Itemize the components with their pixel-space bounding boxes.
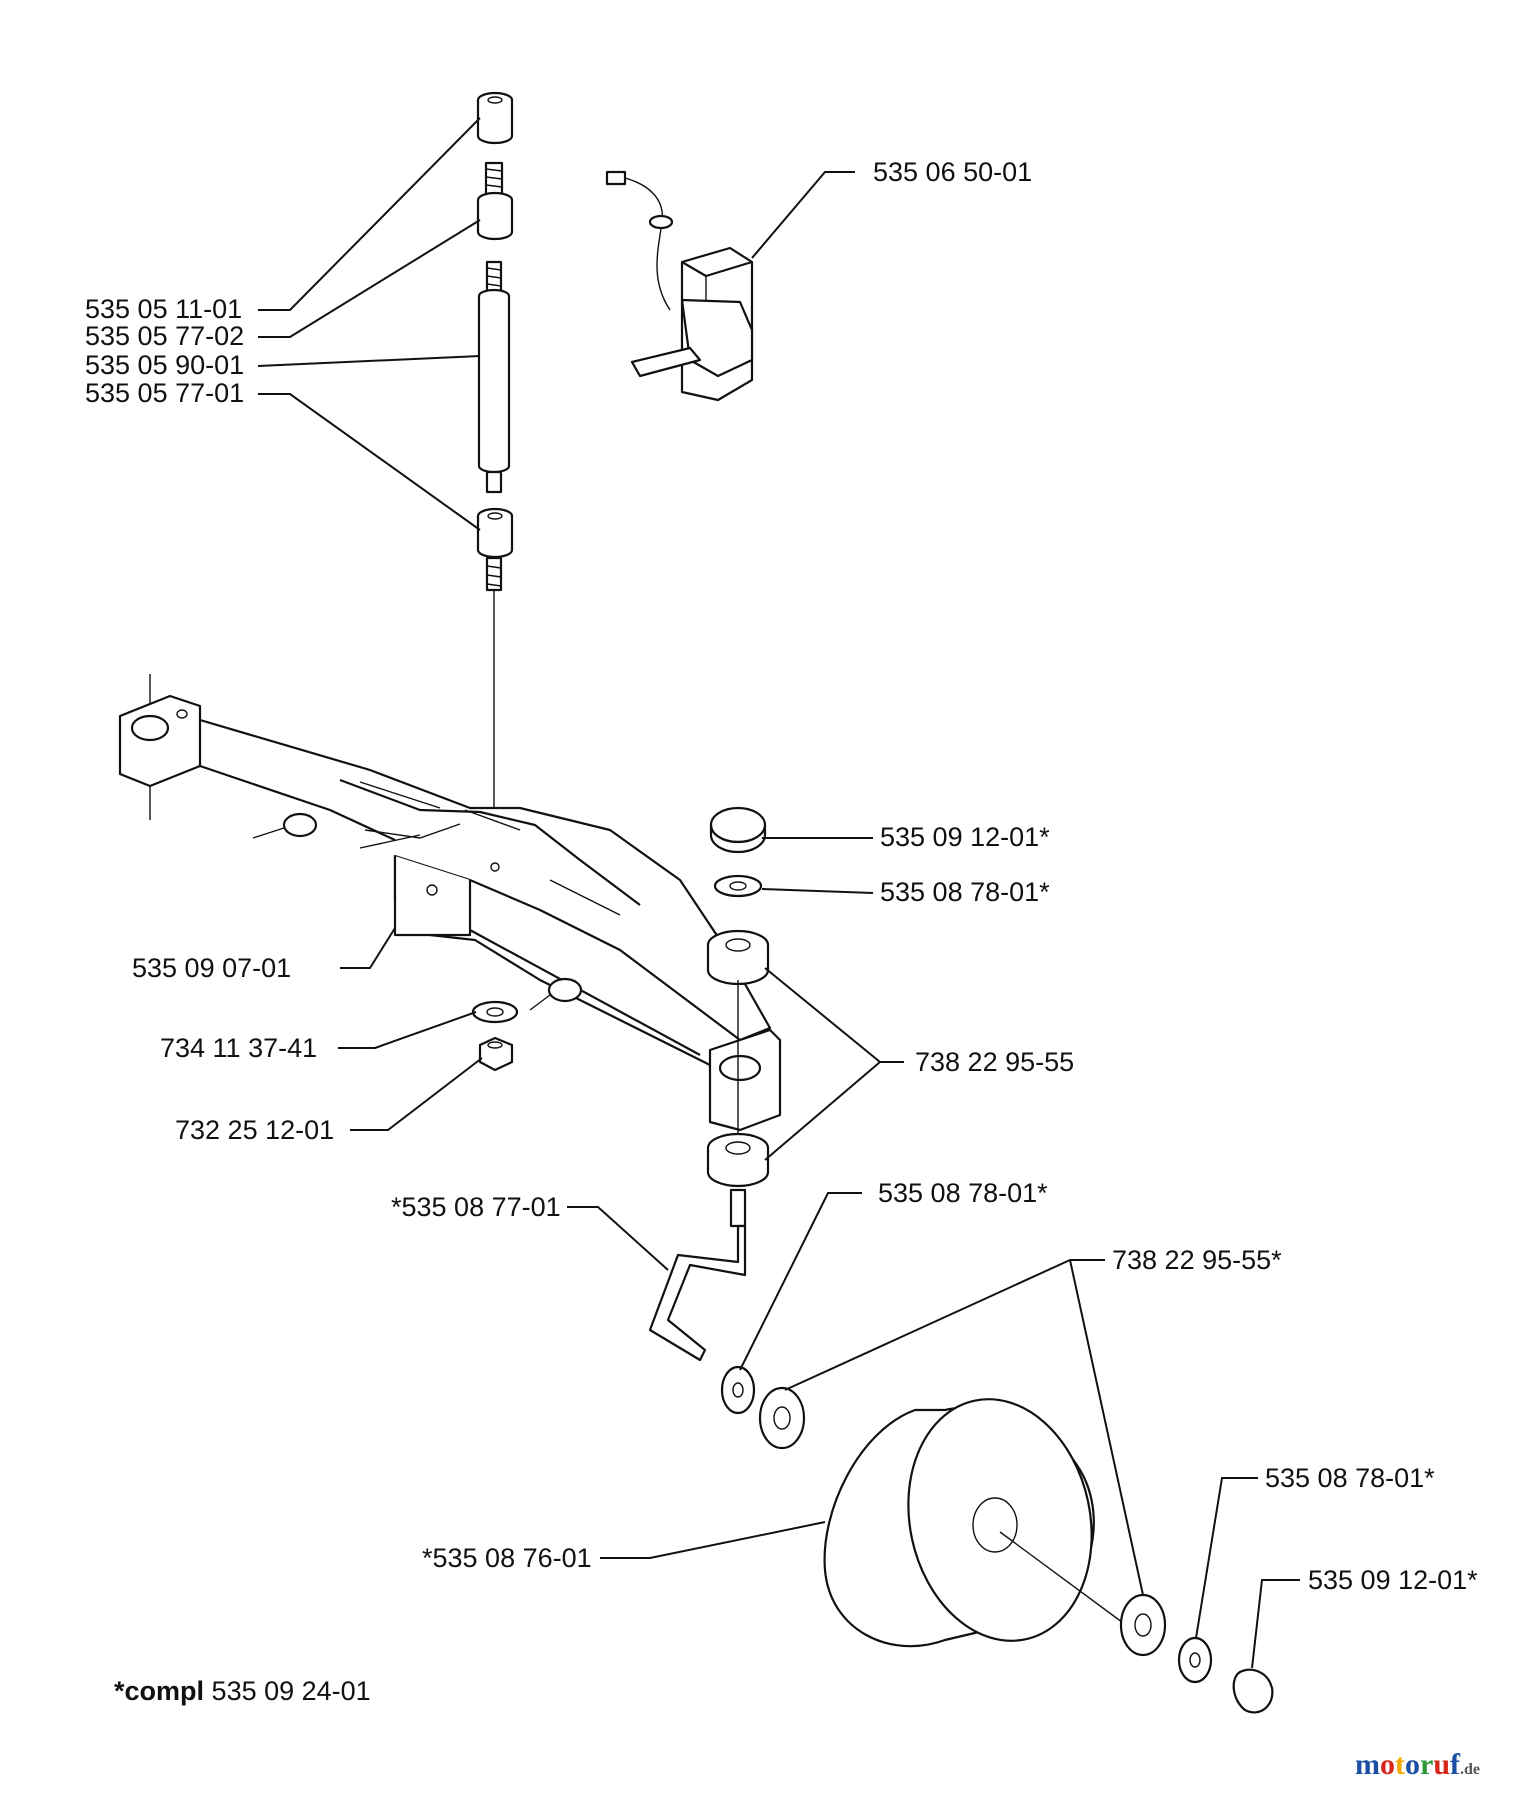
label-535-08-78-01-mid: 535 08 78-01* (878, 1178, 1048, 1208)
label-535-08-77-01: *535 08 77-01 (391, 1192, 561, 1222)
label-732-25-12-01: 732 25 12-01 (175, 1115, 335, 1145)
watermark-letter: u (1433, 1748, 1451, 1781)
wheel-assembly (720, 1365, 1274, 1714)
label-535-06-50-01: 535 06 50-01 (873, 157, 1033, 187)
label-535-09-12-01-top: 535 09 12-01* (880, 822, 1050, 852)
caster-crank (648, 1224, 747, 1362)
label-734-11-37-41: 734 11 37-41 (160, 1033, 318, 1063)
footnote-complete-kit: *compl 535 09 24-01 (114, 1676, 371, 1707)
washer-nut (471, 1000, 519, 1072)
watermark-logo: motoruf.de (1355, 1748, 1480, 1782)
sensor-unit (605, 170, 754, 402)
watermark-letter: f (1450, 1748, 1461, 1781)
label-738-22-95-55: 738 22 95-55 (915, 1047, 1075, 1077)
label-535-05-90-01: 535 05 90-01 (85, 350, 245, 380)
label-535-09-12-01-low: 535 09 12-01* (1308, 1565, 1478, 1595)
label-535-09-07-01: 535 09 07-01 (132, 953, 292, 983)
watermark-letter: r (1420, 1748, 1434, 1781)
watermark-letter: o (1405, 1748, 1420, 1781)
watermark-tld: .de (1460, 1761, 1481, 1778)
label-535-05-11-01: 535 05 11-01 (85, 294, 243, 324)
footnote-prefix: *compl (114, 1676, 205, 1706)
watermark-letter: o (1380, 1748, 1395, 1781)
shaft-assembly (476, 91, 514, 845)
label-535-05-77-01: 535 05 77-01 (85, 378, 245, 408)
watermark-letter: t (1395, 1748, 1405, 1781)
label-535-08-76-01: *535 08 76-01 (422, 1543, 592, 1573)
caster-pivot-stack (706, 806, 770, 1228)
label-738-22-95-55-star: 738 22 95-55* (1112, 1245, 1282, 1275)
axle-beam (118, 674, 782, 1132)
watermark-letter: m (1355, 1748, 1380, 1781)
label-535-08-78-01-low: 535 08 78-01* (1265, 1463, 1435, 1493)
watermark-text: motoruf (1355, 1748, 1460, 1781)
leader-lines (257, 117, 1300, 1669)
label-535-08-78-01-top: 535 08 78-01* (880, 877, 1050, 907)
footnote-number: 535 09 24-01 (211, 1676, 371, 1706)
label-535-05-77-02: 535 05 77-02 (85, 321, 245, 351)
